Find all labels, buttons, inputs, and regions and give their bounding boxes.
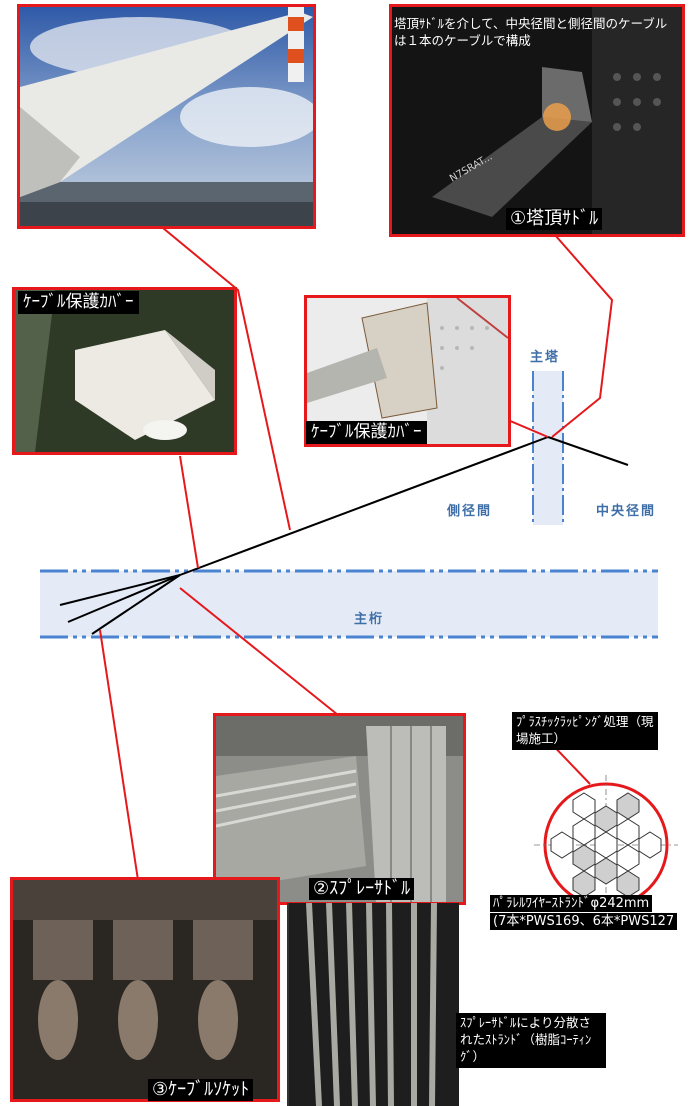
strand-spec-line-2: (7本*PWS169、6本*PWS127 <box>490 913 678 930</box>
leader-cover-photo-left <box>179 455 199 569</box>
tower-top-cable-photo <box>17 4 316 229</box>
tower-saddle-note: 塔頂ｻﾄﾞﾙを介して、中央径間と側径間のケーブルは１本のケーブルで構成 <box>394 16 668 48</box>
side-span-label: 側径間 <box>447 504 493 519</box>
main-girder-label: 主桁 <box>354 612 385 627</box>
cable-cover-photo-left <box>12 287 237 455</box>
splay-strand-3 <box>91 574 181 635</box>
splay-strand-1 <box>59 574 181 606</box>
leader-tower-top-photo <box>162 227 291 531</box>
cable-socket-caption: ③ｹｰﾌﾞﾙｿｹｯﾄ <box>148 1079 254 1101</box>
center-span-label: 中央径間 <box>596 504 657 519</box>
main-tower-label: 主塔 <box>530 350 561 365</box>
splay-saddle-caption: ②ｽﾌﾟﾚｰｻﾄﾞﾙ <box>309 878 415 900</box>
cable-cover-caption-2: ｹｰﾌﾞﾙ保護ｶﾊﾞｰ <box>306 421 427 444</box>
cable-socket-photo <box>10 877 280 1102</box>
splay-saddle-photo <box>213 713 466 905</box>
side-span-cable <box>179 436 549 576</box>
main-girder-band <box>40 571 658 637</box>
splay-strands-note: ｽﾌﾟﾚｰｻﾄﾞﾙにより分散されたｽﾄﾗﾝﾄﾞ（樹脂ｺｰﾃｨﾝｸﾞ） <box>456 1013 606 1068</box>
plastic-wrap-note: ﾌﾟﾗｽﾁｯｸﾗｯﾋﾟﾝｸﾞ処理（現場施工） <box>512 712 658 750</box>
strand-cross-section <box>534 775 678 915</box>
cable-cover-caption-1: ｹｰﾌﾞﾙ保護ｶﾊﾞｰ <box>18 291 139 314</box>
splayed-strands-photo <box>287 903 459 1106</box>
center-span-cable <box>547 436 629 466</box>
cables <box>59 436 629 635</box>
leader-tower-saddle <box>551 234 614 438</box>
leader-cover-photo-right <box>507 419 549 438</box>
leader-splay-saddle <box>179 587 339 716</box>
main-tower-band <box>533 371 563 525</box>
tower-saddle-photo: N7SRAT... <box>389 4 685 237</box>
splay-strand-2 <box>67 574 181 623</box>
tower-saddle-caption: ①塔頂ｻﾄﾞﾙ <box>506 208 603 230</box>
leader-cable-socket <box>99 629 139 881</box>
cable-cover-photo-right <box>304 295 511 447</box>
strand-spec-line-1: ﾊﾟﾗﾚﾙﾜｲﾔｰｽﾄﾗﾝﾄﾞφ242mm <box>490 895 653 912</box>
